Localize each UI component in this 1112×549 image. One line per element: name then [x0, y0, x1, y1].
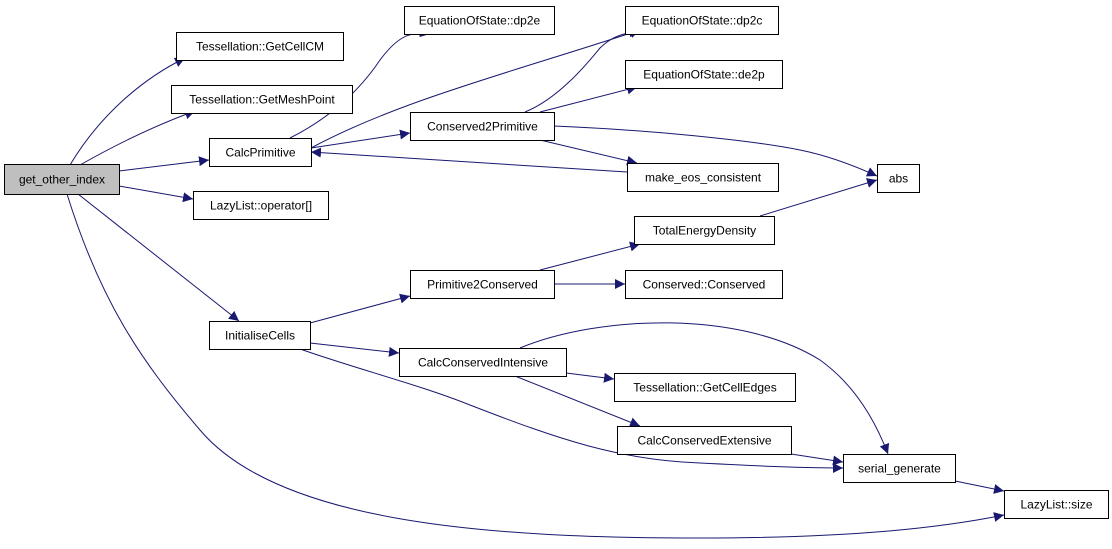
node-label: make_eos_consistent	[645, 171, 762, 185]
edge-prim2cons-to-totalenergy	[539, 241, 641, 271]
node-conserved[interactable]: Conserved::Conserved	[625, 270, 783, 299]
node-box	[171, 85, 353, 114]
edge-makeeos-to-calcprimitive	[310, 147, 628, 173]
edge-initialisecells-to-serialgen	[299, 348, 844, 473]
edge-calcprimitive-to-dp2c	[310, 28, 641, 149]
node-lazysize[interactable]: LazyList::size	[1004, 490, 1109, 519]
node-dp2e[interactable]: EquationOfState::dp2e	[404, 6, 555, 35]
node-label: Tessellation::GetMeshPoint	[189, 93, 335, 107]
edge-calcprimitive-to-dp2e	[289, 27, 431, 139]
edge-calcconsint-to-calcconsext	[514, 375, 641, 427]
node-calcprimitive[interactable]: CalcPrimitive	[209, 138, 312, 167]
node-label: CalcConservedExtensive	[637, 434, 771, 448]
node-box	[1004, 490, 1109, 519]
node-de2p[interactable]: EquationOfState::de2p	[625, 60, 783, 89]
node-getmeshpoint[interactable]: Tessellation::GetMeshPoint	[171, 85, 353, 114]
node-label: get_other_index	[19, 173, 105, 187]
node-box	[625, 270, 783, 299]
edge-root-to-getmeshpoint	[79, 109, 196, 166]
edge-serialgen-to-lazysize	[954, 480, 1005, 494]
node-box	[399, 348, 567, 377]
edge-initialisecells-to-prim2cons	[309, 293, 411, 324]
node-lazyop[interactable]: LazyList::operator[]	[193, 191, 329, 220]
node-label: Tessellation::GetCellCM	[196, 40, 324, 54]
node-box	[176, 32, 344, 61]
node-label: TotalEnergyDensity	[653, 224, 756, 238]
edge-calcprimitive-to-cons2prim	[310, 129, 411, 149]
edge-root-to-lazysize	[66, 193, 1005, 539]
node-box	[404, 6, 555, 35]
edge-root-to-initialisecells	[77, 193, 240, 322]
edge-calcconsext-to-serialgen	[790, 453, 844, 466]
edge-root-to-calcprimitive	[118, 156, 210, 172]
node-label: EquationOfState::de2p	[643, 68, 765, 82]
edge-cons2prim-to-makeeos	[539, 139, 638, 166]
edge-cons2prim-to-de2p	[539, 84, 638, 113]
edge-initialisecells-to-calcconsint	[309, 342, 400, 357]
node-serialgen[interactable]: serial_generate	[843, 454, 956, 483]
node-dp2c[interactable]: EquationOfState::dp2c	[625, 6, 779, 35]
node-label: InitialiseCells	[225, 329, 295, 343]
node-getcellcm[interactable]: Tessellation::GetCellCM	[176, 32, 344, 61]
node-label: LazyList::operator[]	[210, 199, 312, 213]
node-cons2prim[interactable]: Conserved2Primitive	[410, 112, 555, 141]
node-root: get_other_index	[4, 164, 120, 195]
node-label: serial_generate	[858, 462, 941, 476]
edge-root-to-getcellcm	[69, 57, 186, 166]
node-calcconsext[interactable]: CalcConservedExtensive	[617, 426, 792, 455]
node-box	[625, 60, 783, 89]
node-label: Conserved2Primitive	[427, 120, 538, 134]
edges-layer	[66, 27, 1005, 539]
node-prim2cons[interactable]: Primitive2Conserved	[410, 270, 555, 299]
node-label: abs	[889, 172, 908, 186]
node-initialisecells[interactable]: InitialiseCells	[209, 321, 311, 350]
node-box	[877, 164, 920, 193]
node-totalenergy[interactable]: TotalEnergyDensity	[634, 216, 775, 245]
node-getcelledges[interactable]: Tessellation::GetCellEdges	[614, 373, 796, 402]
node-box	[617, 426, 792, 455]
node-abs[interactable]: abs	[877, 164, 920, 193]
node-box	[627, 163, 779, 192]
node-box	[410, 112, 555, 141]
node-label: EquationOfState::dp2c	[642, 14, 763, 28]
node-box	[209, 138, 312, 167]
node-box	[634, 216, 775, 245]
node-label: LazyList::size	[1020, 498, 1092, 512]
node-label: Tessellation::GetCellEdges	[633, 381, 776, 395]
node-box	[209, 321, 311, 350]
node-box	[625, 6, 779, 35]
node-box	[410, 270, 555, 299]
node-box	[843, 454, 956, 483]
node-box	[193, 191, 329, 220]
edge-cons2prim-to-abs	[553, 125, 878, 177]
node-box	[4, 164, 120, 195]
node-label: Primitive2Conserved	[427, 278, 538, 292]
node-box	[614, 373, 796, 402]
edge-calcconsint-to-getcelledges	[565, 372, 615, 383]
node-label: Conserved::Conserved	[643, 278, 766, 292]
node-label: CalcPrimitive	[225, 146, 295, 160]
node-calcconsint[interactable]: CalcConservedIntensive	[399, 348, 567, 377]
edge-calcconsint-to-serialgen	[519, 322, 890, 455]
edge-totalenergy-to-abs	[759, 178, 878, 217]
edge-root-to-lazyop	[118, 185, 194, 203]
node-label: CalcConservedIntensive	[418, 356, 548, 370]
node-makeeos[interactable]: make_eos_consistent	[627, 163, 779, 192]
nodes-layer: get_other_index Tessellation::GetCellCMTe…	[4, 6, 1109, 519]
edge-cons2prim-to-dp2c	[524, 27, 641, 113]
node-label: EquationOfState::dp2e	[419, 14, 541, 28]
